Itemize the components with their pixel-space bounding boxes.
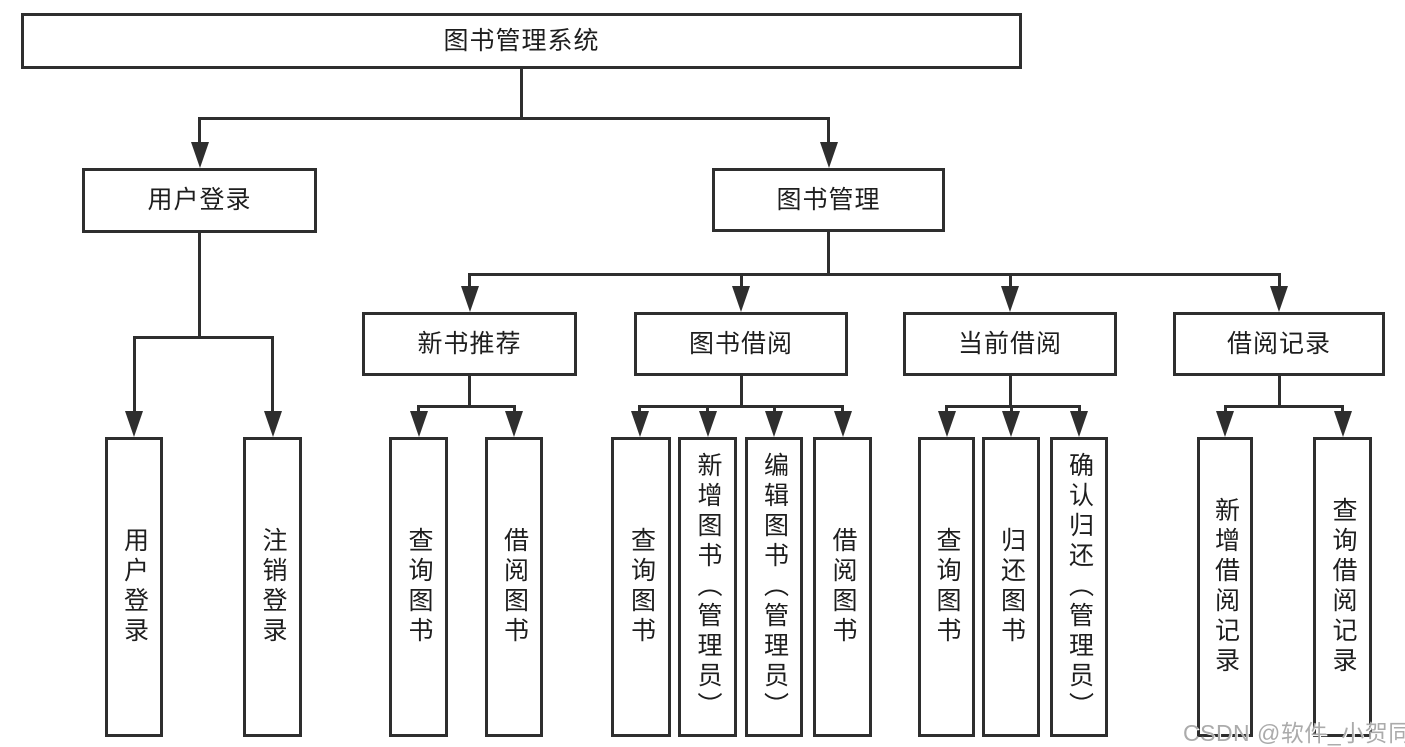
leaf-borrow-book-1: 借阅图书 bbox=[485, 437, 543, 737]
connector-line bbox=[945, 405, 1080, 408]
node-root: 图书管理系统 bbox=[21, 13, 1022, 69]
connector-line bbox=[1223, 405, 1344, 408]
connector-line bbox=[1223, 405, 1227, 414]
leaf-borrow-book-2: 借阅图书 bbox=[813, 437, 872, 737]
leaf-return-book: 归还图书 bbox=[982, 437, 1040, 737]
arrow-down-icon bbox=[937, 411, 956, 437]
arrow-down-icon bbox=[1270, 286, 1288, 312]
arrow-down-icon bbox=[765, 411, 783, 437]
connector-line bbox=[1277, 376, 1281, 408]
leaf-edit-book-admin: 编辑图书（管理员） bbox=[745, 437, 803, 737]
arrow-down-icon bbox=[125, 411, 143, 437]
leaf-add-book-admin: 新增图书（管理员） bbox=[678, 437, 737, 737]
connector-line bbox=[520, 69, 523, 119]
connector-line bbox=[1277, 273, 1281, 288]
connector-line bbox=[132, 336, 274, 339]
leaf-query-book-1: 查询图书 bbox=[389, 437, 448, 737]
leaf-user-login: 用户登录 bbox=[105, 437, 163, 737]
connector-line bbox=[1008, 376, 1012, 408]
connector-line bbox=[772, 405, 776, 414]
connector-line bbox=[132, 336, 136, 413]
node-user-login: 用户登录 bbox=[82, 168, 317, 233]
connector-line bbox=[739, 376, 743, 408]
connector-line bbox=[841, 405, 844, 414]
arrow-down-icon bbox=[460, 286, 479, 312]
csdn-watermark: CSDN @软件_小贺同学 bbox=[1183, 720, 1405, 746]
leaf-add-borrow-record: 新增借阅记录 bbox=[1197, 437, 1253, 737]
arrow-down-icon bbox=[1002, 411, 1020, 437]
arrow-down-icon bbox=[409, 411, 428, 437]
connector-line bbox=[512, 405, 516, 414]
connector-line bbox=[198, 117, 201, 144]
leaf-query-book-3: 查询图书 bbox=[918, 437, 975, 737]
leaf-confirm-return-admin: 确认归还（管理员） bbox=[1050, 437, 1108, 737]
connector-line bbox=[468, 273, 471, 288]
arrow-down-icon bbox=[263, 411, 282, 437]
connector-line bbox=[271, 336, 274, 413]
node-book-management: 图书管理 bbox=[712, 168, 945, 232]
connector-line bbox=[1009, 405, 1013, 414]
leaf-logout: 注销登录 bbox=[243, 437, 302, 737]
connector-line bbox=[198, 117, 830, 120]
connector-line bbox=[417, 405, 420, 414]
arrow-down-icon bbox=[1333, 411, 1352, 437]
connector-line bbox=[468, 376, 471, 408]
connector-line bbox=[827, 232, 830, 276]
arrow-down-icon bbox=[630, 411, 649, 437]
connector-line bbox=[1077, 405, 1081, 414]
connector-line bbox=[739, 273, 743, 288]
leaf-query-book-2: 查询图书 bbox=[611, 437, 671, 737]
connector-line bbox=[1341, 405, 1344, 414]
arrow-down-icon bbox=[190, 142, 209, 168]
node-borrow-record: 借阅记录 bbox=[1173, 312, 1385, 376]
node-book-borrow: 图书借阅 bbox=[634, 312, 848, 376]
arrow-down-icon bbox=[1001, 286, 1019, 312]
arrow-down-icon bbox=[1216, 411, 1234, 437]
connector-line bbox=[827, 117, 830, 144]
arrow-down-icon bbox=[819, 142, 838, 168]
arrow-down-icon bbox=[698, 411, 717, 437]
arrow-down-icon bbox=[505, 411, 523, 437]
connector-line bbox=[638, 405, 843, 408]
connector-line bbox=[198, 233, 201, 338]
leaf-query-borrow-record: 查询借阅记录 bbox=[1313, 437, 1372, 737]
connector-line bbox=[706, 405, 709, 414]
arrow-down-icon bbox=[732, 286, 750, 312]
connector-line bbox=[468, 273, 1281, 276]
connector-line bbox=[638, 405, 641, 414]
arrow-down-icon bbox=[833, 411, 852, 437]
node-new-book-recommend: 新书推荐 bbox=[362, 312, 577, 376]
connector-line bbox=[1008, 273, 1012, 288]
node-current-borrow: 当前借阅 bbox=[903, 312, 1117, 376]
connector-line bbox=[945, 405, 948, 414]
arrow-down-icon bbox=[1070, 411, 1088, 437]
connector-line bbox=[417, 405, 516, 408]
